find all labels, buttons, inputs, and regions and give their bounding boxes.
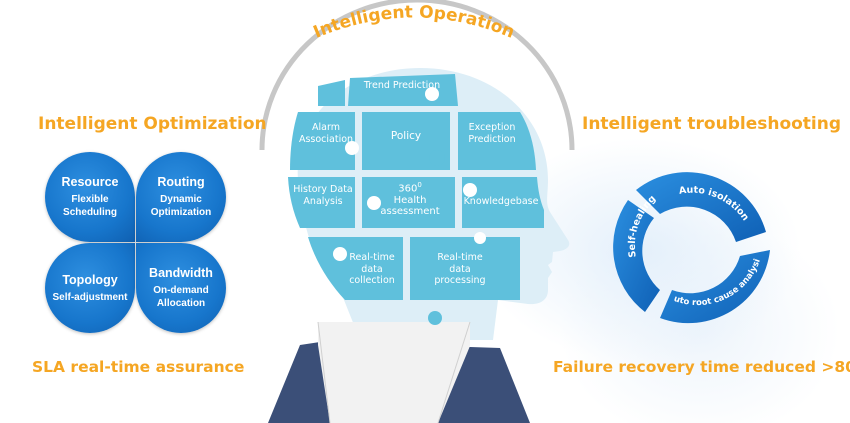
petal-routing: Routing Dynamic Optimization <box>136 152 226 242</box>
petal-title: Bandwidth <box>149 266 213 280</box>
piece-line: data <box>449 263 471 275</box>
cycle-label-root-cause: Auto root cause analysis <box>0 0 763 308</box>
piece-line: Real-time <box>349 252 395 263</box>
piece-label-alarm: Alarm Association <box>296 122 356 145</box>
petal-title: Topology <box>62 272 118 287</box>
puzzle-piece-history <box>288 177 355 228</box>
piece-line: Health <box>393 194 427 206</box>
piece-label-history: History Data Analysis <box>290 184 356 207</box>
puzzle-piece-health <box>362 177 455 228</box>
puzzle-piece-alarm <box>290 112 355 170</box>
left-footer: SLA real-time assurance <box>32 358 245 376</box>
piece-line: Policy <box>390 130 422 142</box>
puzzle-knob <box>367 196 381 210</box>
piece-line: 3600 <box>398 181 422 195</box>
petal-line: Optimization <box>150 207 212 218</box>
puzzle-knob <box>333 247 347 261</box>
piece-line: Alarm <box>312 122 340 133</box>
puzzle-piece-exception <box>458 112 536 170</box>
puzzle-piece-knowledge <box>462 177 544 228</box>
petal-line: Allocation <box>156 298 206 309</box>
piece-label-knowledge: Knowledgebase <box>460 196 542 208</box>
piece-line: processing <box>434 275 486 286</box>
piece-line: Analysis <box>303 195 343 207</box>
petal-title: Routing <box>157 175 205 189</box>
puzzle-piece-top-left <box>318 80 345 106</box>
piece-line: Real-time <box>437 252 483 263</box>
petal-bandwidth: Bandwidth On-demand Allocation <box>136 243 226 333</box>
petal-line: Self-adjustment <box>52 291 128 303</box>
cycle-segment-root-cause <box>660 250 770 324</box>
piece-label-health: 3600 Health assessment <box>362 180 458 218</box>
right-heading: Intelligent troubleshooting <box>582 114 842 134</box>
puzzle-knob <box>463 183 477 197</box>
piece-line: data <box>361 263 383 275</box>
collar <box>318 322 470 423</box>
head-arc <box>259 0 575 151</box>
piece-line: Exception <box>468 122 516 133</box>
left-heading: Intelligent Optimization <box>38 114 267 134</box>
cycle-segment-self-healing <box>613 200 660 312</box>
piece-line: Prediction <box>468 133 516 145</box>
piece-label-collection: Real-time data collection <box>340 252 404 287</box>
petal-line: Scheduling <box>63 207 117 218</box>
petal-title: Resource <box>61 175 119 189</box>
piece-line: Trend Prediction <box>363 80 441 91</box>
puzzle-piece-processing <box>410 237 520 300</box>
petal-line: Flexible <box>71 194 109 205</box>
petal-line: On-demand <box>153 285 209 296</box>
cycle-segment-isolation <box>636 172 766 242</box>
piece-line: Knowledgebase <box>463 196 539 207</box>
piece-line: collection <box>349 275 395 286</box>
piece-label-processing: Real-time data processing <box>425 252 495 287</box>
petal-topology: Topology Self-adjustment <box>45 243 135 333</box>
right-footer: Failure recovery time reduced >80% <box>553 358 850 376</box>
puzzle-knob <box>474 232 486 244</box>
puzzle-grid <box>288 74 544 325</box>
collar-edge <box>437 321 471 423</box>
puzzle-knob <box>345 141 359 155</box>
piece-label-policy: Policy <box>362 130 450 143</box>
petal-resource: Resource Flexible Scheduling <box>45 152 135 242</box>
collar-edge <box>317 321 331 423</box>
piece-line: History Data <box>293 184 353 195</box>
puzzle-knob <box>429 150 445 166</box>
puzzle-piece-collection <box>308 237 403 300</box>
puzzle-knob <box>425 87 439 101</box>
puzzle-knob <box>428 311 442 325</box>
piece-label-trend: Trend Prediction <box>352 80 452 92</box>
piece-label-exception: Exception Prediction <box>460 122 524 145</box>
piece-line: Association <box>298 133 354 145</box>
piece-line: assessment <box>380 206 440 218</box>
puzzle-piece-policy <box>362 112 450 170</box>
petal-line: Dynamic <box>160 194 202 205</box>
